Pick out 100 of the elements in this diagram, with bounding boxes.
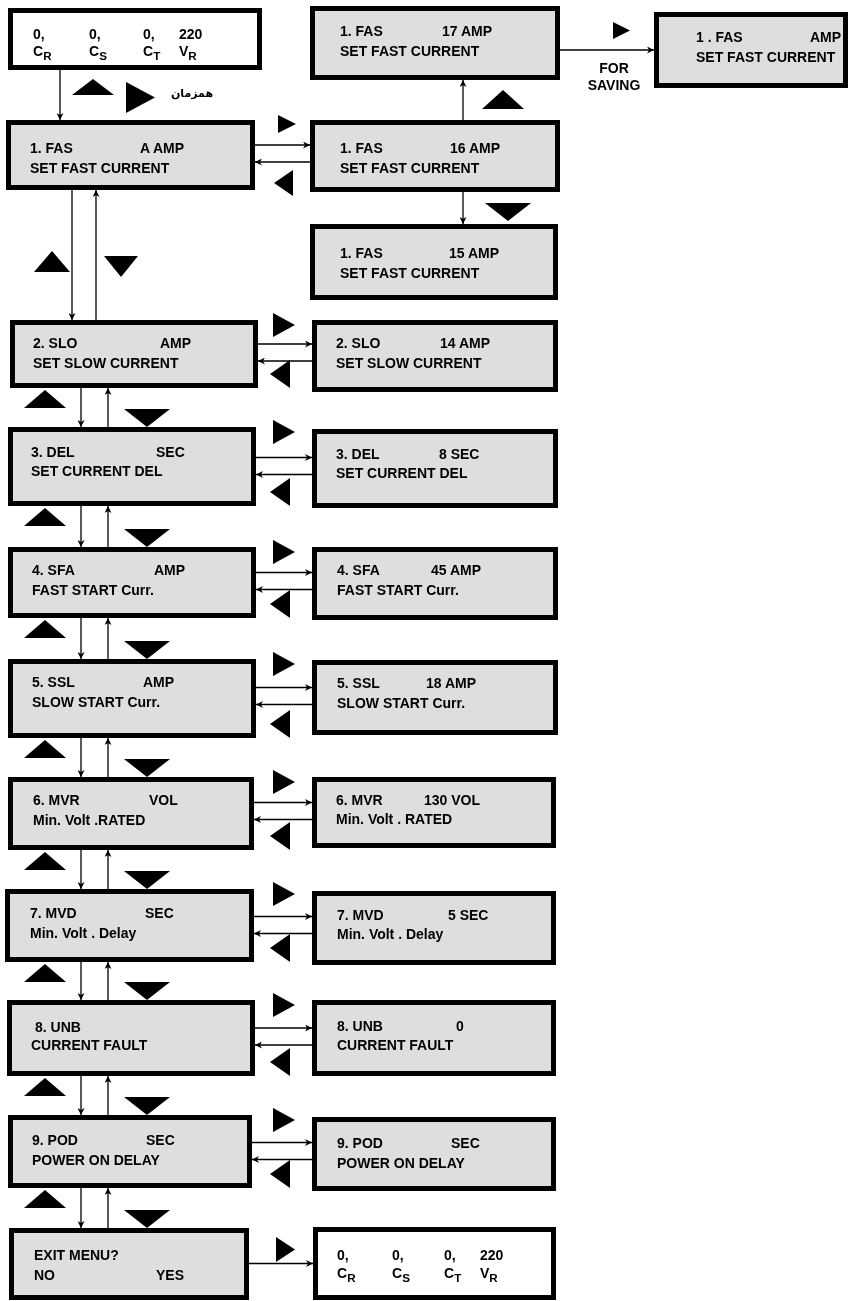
key-icon <box>24 390 66 408</box>
key-icon <box>72 79 114 95</box>
arrow <box>104 849 112 890</box>
display-text: SET FAST CURRENT <box>696 49 836 65</box>
display-text: 1. FAS <box>340 140 383 156</box>
display-text: SEC <box>146 1132 175 1148</box>
key-icon <box>24 852 66 870</box>
arrow <box>253 799 313 806</box>
key-icon <box>124 759 170 777</box>
display-text: V$_{R}$ <box>480 1265 498 1286</box>
lcd-screen <box>6 120 255 190</box>
key-icon <box>124 871 170 889</box>
display-text: 0, <box>392 1247 404 1263</box>
display-text: 1 . FAS <box>696 29 743 45</box>
key-icon <box>24 508 66 526</box>
key-icon <box>273 540 295 564</box>
display-text: 6. MVR <box>33 792 80 808</box>
display-text: C$_{T}$ <box>143 43 161 64</box>
arrow <box>459 191 467 225</box>
display-text: NO <box>34 1267 55 1283</box>
display-text: 9. POD <box>337 1135 383 1151</box>
arrow <box>253 930 313 937</box>
display-text: 4. SFA <box>337 562 380 578</box>
lcd-screen <box>312 777 556 848</box>
arrow <box>104 737 112 778</box>
lcd-screen <box>5 889 254 962</box>
display-text: A AMP <box>140 140 185 156</box>
lcd-screen <box>312 1117 556 1191</box>
display-text: Min. Volt . RATED <box>336 811 453 827</box>
display-text: 220 <box>480 1247 504 1263</box>
key-icon <box>270 1160 290 1188</box>
arrow <box>254 1041 313 1049</box>
arrow <box>251 1139 313 1146</box>
display-text: AMP <box>154 562 186 578</box>
key-icon <box>124 1210 170 1228</box>
display-text: CURRENT FAULT <box>31 1037 148 1053</box>
arrow <box>248 1260 314 1267</box>
display-text: VOL <box>149 792 178 808</box>
lcd-screen <box>313 1227 556 1300</box>
arrow <box>255 454 313 461</box>
display-text: FAST START Curr. <box>32 582 154 598</box>
lcd-screen <box>8 427 256 506</box>
arrow <box>559 46 655 54</box>
display-text: FAST START Curr. <box>337 582 459 598</box>
arrow <box>104 961 112 1001</box>
key-icon <box>273 1108 295 1132</box>
display-text: SET FAST CURRENT <box>30 160 170 176</box>
display-text: SEC <box>156 444 185 460</box>
arrow <box>92 189 100 321</box>
arrow <box>253 913 313 920</box>
display-text: V$_{R}$ <box>179 43 197 64</box>
display-text: C$_{R}$ <box>33 43 52 64</box>
display-text: 220 <box>179 26 203 42</box>
display-text: CURRENT FAULT <box>337 1037 454 1053</box>
arrow <box>255 586 313 593</box>
display-text: 4. SFA <box>32 562 75 578</box>
arrow <box>77 387 85 428</box>
key-icon <box>24 1190 66 1208</box>
display-text: 7. MVD <box>30 905 77 921</box>
key-icon <box>273 313 295 337</box>
display-text: SET FAST CURRENT <box>340 160 480 176</box>
arrow <box>77 1187 85 1229</box>
key-icon <box>270 360 290 388</box>
lcd-screen <box>8 777 254 850</box>
display-text: 0, <box>337 1247 349 1263</box>
key-icon <box>270 478 290 506</box>
arrow <box>104 387 112 428</box>
display-text: SET SLOW CURRENT <box>336 355 482 371</box>
arrow <box>253 816 313 823</box>
display-text: 5. SSL <box>337 675 380 691</box>
key-icon <box>273 993 295 1017</box>
arrow <box>77 849 85 890</box>
display-text: 5 SEC <box>448 907 489 923</box>
key-icon <box>126 82 155 113</box>
arrow <box>104 617 112 660</box>
lcd-screen <box>8 547 256 618</box>
display-text: 7. MVD <box>337 907 384 923</box>
display-text: 6. MVR <box>336 792 383 808</box>
lcd-screen <box>310 120 560 192</box>
arrow <box>104 505 112 548</box>
display-text: EXIT MENU? <box>34 1247 119 1263</box>
arrow <box>254 158 311 166</box>
display-text: C$_{R}$ <box>337 1265 356 1286</box>
display-text: 16 AMP <box>450 140 501 156</box>
display-text: 1. FAS <box>30 140 73 156</box>
key-icon <box>485 203 531 221</box>
display-text: POWER ON DELAY <box>337 1155 465 1171</box>
key-icon <box>34 251 70 272</box>
arrow <box>77 617 85 660</box>
key-icon <box>124 529 170 547</box>
display-text: 45 AMP <box>431 562 482 578</box>
arrow <box>68 189 76 321</box>
key-icon <box>24 964 66 982</box>
display-text: POWER ON DELAY <box>32 1152 160 1168</box>
key-icon <box>270 710 290 738</box>
arrow <box>251 1156 313 1163</box>
key-icon <box>273 770 295 794</box>
display-text: 2. SLO <box>336 335 381 351</box>
display-text: 1. FAS <box>340 23 383 39</box>
display-text: 3. DEL <box>336 446 380 462</box>
